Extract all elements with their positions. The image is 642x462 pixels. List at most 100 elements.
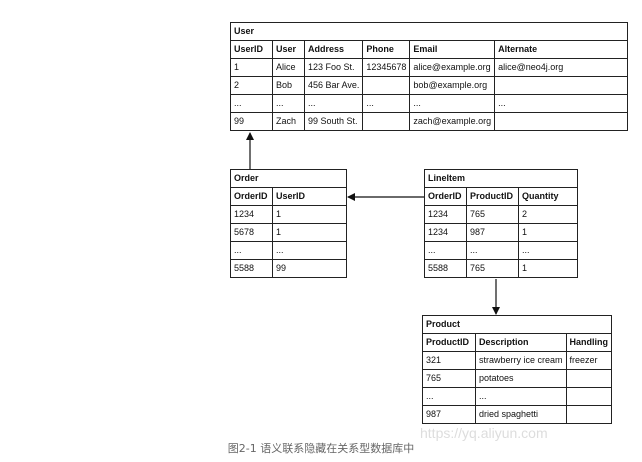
table-cell: ... (424, 241, 467, 260)
table-cell: 2 (230, 76, 273, 95)
table-cell: 123 Foo St. (303, 58, 364, 77)
table-cell: 1 (272, 205, 347, 224)
table-cell: 765 (466, 259, 519, 278)
table-cell: dried spaghetti (474, 405, 567, 424)
table-cell: 1234 (424, 223, 467, 242)
table-cell: Alice (272, 58, 305, 77)
table-cell: ... (303, 94, 364, 113)
table-cell: 5588 (424, 259, 467, 278)
table-row: ...... (422, 387, 612, 406)
column-header: Quantity (518, 187, 578, 206)
table-cell (494, 76, 628, 95)
table-cell: 2 (518, 205, 578, 224)
table-cell: ... (474, 387, 567, 406)
column-header: Email (409, 40, 496, 59)
table-cell: 1 (518, 223, 578, 242)
table-cell: ... (518, 241, 578, 260)
table-cell: ... (362, 94, 411, 113)
watermark: https://yq.aliyun.com (420, 425, 548, 441)
column-header: Handling (565, 333, 612, 352)
column-header: User (272, 40, 305, 59)
table-cell: bob@example.org (409, 76, 496, 95)
table-cell: 1 (272, 223, 347, 242)
product-table-title: Product (422, 315, 612, 334)
table-cell: ... (272, 94, 305, 113)
table-cell: ... (409, 94, 496, 113)
column-header: Alternate (494, 40, 628, 59)
table-cell: 1 (518, 259, 578, 278)
table-cell: ... (272, 241, 347, 260)
table-cell (494, 112, 628, 131)
table-cell: 5678 (230, 223, 273, 242)
table-row: ...... (230, 241, 347, 260)
table-cell: ... (422, 387, 476, 406)
table-cell: potatoes (474, 369, 567, 388)
column-header: Address (303, 40, 364, 59)
table-cell: 12345678 (362, 58, 411, 77)
table-cell: freezer (565, 351, 612, 370)
table-cell: 99 (272, 259, 347, 278)
table-cell: 1 (230, 58, 273, 77)
table-row: .................. (230, 94, 628, 113)
table-cell: Zach (272, 112, 305, 131)
table-cell: Bob (272, 76, 305, 95)
table-cell (362, 76, 411, 95)
table-cell: 99 (230, 112, 273, 131)
user-table-title: User (230, 22, 628, 41)
figure-caption: 图2-1 语义联系隐藏在关系型数据库中 (227, 442, 415, 455)
table-cell: strawberry ice cream (474, 351, 567, 370)
table-cell: ... (230, 94, 273, 113)
table-cell (565, 369, 612, 388)
table-cell (565, 405, 612, 424)
table-cell (362, 112, 411, 131)
table-cell: 99 South St. (303, 112, 364, 131)
column-header: Description (474, 333, 567, 352)
order-table-title: Order (230, 169, 347, 188)
table-cell: 987 (466, 223, 519, 242)
table-cell: 765 (422, 369, 476, 388)
table-cell: ... (230, 241, 273, 260)
table-row: ......... (424, 241, 578, 260)
table-cell: ... (466, 241, 519, 260)
table-cell: 1234 (424, 205, 467, 224)
column-header: OrderID (230, 187, 273, 206)
lineitem-table-title: LineItem (424, 169, 578, 188)
table-cell: 456 Bar Ave. (303, 76, 364, 95)
column-header: UserID (272, 187, 347, 206)
table-cell: zach@example.org (409, 112, 496, 131)
table-cell: alice@example.org (409, 58, 496, 77)
column-header: UserID (230, 40, 273, 59)
table-cell: 765 (466, 205, 519, 224)
table-cell: 321 (422, 351, 476, 370)
column-header: OrderID (424, 187, 467, 206)
column-header: Phone (362, 40, 411, 59)
table-cell: 5588 (230, 259, 273, 278)
table-cell (565, 387, 612, 406)
column-header: ProductID (422, 333, 476, 352)
table-cell: ... (494, 94, 628, 113)
table-cell: 987 (422, 405, 476, 424)
table-cell: 1234 (230, 205, 273, 224)
table-cell: alice@neo4j.org (494, 58, 628, 77)
